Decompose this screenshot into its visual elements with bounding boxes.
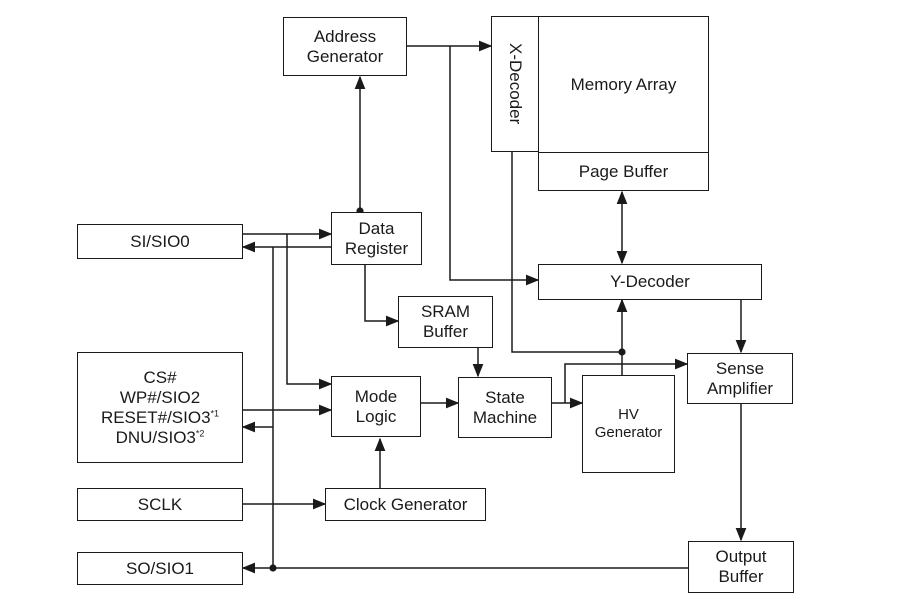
- x-decoder-block: X-Decoder: [491, 16, 539, 152]
- clock-generator-block: Clock Generator: [325, 488, 486, 521]
- address-to-y-decoder-line: [449, 46, 540, 286]
- data-register-block: Data Register: [331, 212, 422, 265]
- address-generator-line2: Generator: [306, 46, 384, 66]
- page-buffer-label: Page Buffer: [578, 161, 669, 181]
- sclk-label: SCLK: [137, 494, 183, 514]
- y-decoder-junction-dot: [618, 348, 626, 356]
- data-register-line1: Data: [358, 218, 395, 238]
- mode-logic-line2: Logic: [355, 406, 397, 426]
- data-register-line2: Register: [344, 238, 409, 258]
- address-generator-line1: Address: [313, 26, 377, 46]
- hv-generator-block: HV Generator: [582, 375, 675, 473]
- state-machine-block: State Machine: [458, 377, 552, 438]
- clock-generator-label: Clock Generator: [343, 494, 468, 514]
- x-decoder-to-y-decoder-line: [511, 152, 622, 353]
- memory-array-label: Memory Array: [570, 74, 677, 94]
- wp-sio2-pin-label: WP#/SIO2: [119, 387, 201, 407]
- sram-buffer-line2: Buffer: [422, 322, 469, 341]
- mode-logic-block: Mode Logic: [331, 376, 421, 437]
- control-pins-block: CS# WP#/SIO2 RESET#/SIO3*1 DNU/SIO3*2: [77, 352, 243, 463]
- page-buffer-block: Page Buffer: [538, 152, 709, 191]
- so-sio1-pin: SO/SIO1: [77, 552, 243, 585]
- memory-array-block: Memory Array: [538, 16, 709, 153]
- so-junction-dot: [269, 564, 277, 572]
- state-machine-line2: Machine: [472, 407, 538, 427]
- output-buffer-block: Output Buffer: [688, 541, 794, 593]
- address-generator-block: Address Generator: [283, 17, 407, 76]
- y-decoder-label: Y-Decoder: [610, 272, 690, 291]
- si-sio0-label: SI/SIO0: [130, 231, 190, 251]
- sense-amplifier-line1: Sense: [715, 358, 765, 378]
- dnu-sio3-pin: DNU/SIO3*2: [116, 428, 205, 448]
- reset-footnote: *1: [210, 407, 220, 418]
- hv-generator-line2: Generator: [594, 424, 663, 441]
- cs-pin-label: CS#: [143, 367, 177, 387]
- sram-buffer-line1: SRAM: [420, 302, 471, 321]
- reset-sio3-pin: RESET#/SIO3*1: [101, 408, 219, 428]
- dnu-footnote: *2: [195, 427, 205, 438]
- dnu-sio3-label: DNU/SIO3: [115, 427, 196, 447]
- output-buffer-line2: Buffer: [718, 567, 764, 586]
- x-decoder-label: X-Decoder: [506, 43, 525, 125]
- mode-logic-line1: Mode: [354, 386, 398, 406]
- si-to-mode-logic-line: [286, 234, 333, 390]
- hv-generator-line1: HV: [618, 406, 639, 423]
- sram-buffer-block: SRAM Buffer: [398, 296, 493, 348]
- sense-amplifier-block: Sense Amplifier: [687, 353, 793, 404]
- sense-amplifier-line2: Amplifier: [706, 378, 774, 398]
- y-decoder-block: Y-Decoder: [538, 264, 762, 300]
- state-machine-line1: State: [485, 387, 525, 407]
- output-buffer-line1: Output: [715, 547, 767, 566]
- reset-sio3-label: RESET#/SIO3: [100, 407, 211, 427]
- state-machine-to-sense-line: [564, 358, 689, 403]
- so-sio1-label: SO/SIO1: [125, 558, 195, 578]
- sclk-pin: SCLK: [77, 488, 243, 521]
- data-register-to-sram-line: [364, 264, 400, 327]
- si-sio0-pin: SI/SIO0: [77, 224, 243, 259]
